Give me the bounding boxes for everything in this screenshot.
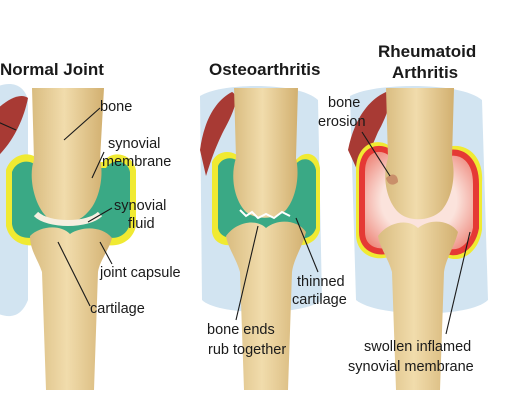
title-osteoarthritis: Osteoarthritis	[209, 60, 320, 79]
muscle-tissue	[0, 95, 28, 155]
label-bone-erosion-2: erosion	[318, 114, 366, 130]
label-synovial-membrane-1: synovial	[108, 136, 160, 152]
title-rheumatoid-line1: Rheumatoid	[378, 42, 476, 61]
rheumatoid-illustration	[348, 85, 488, 390]
label-bone-ends-1: bone ends	[207, 322, 275, 338]
leader-cartilage	[57, 241, 91, 307]
label-synovial-fluid-2: fluid	[128, 216, 155, 232]
muscle-tissue	[348, 92, 390, 176]
label-cartilage: cartilage	[90, 301, 145, 317]
femur-bone	[385, 88, 454, 220]
label-joint-capsule: joint capsule	[99, 265, 181, 281]
label-synovial-fluid-1: synovial	[114, 198, 166, 214]
leader-bone	[63, 107, 101, 141]
thinned-cartilage-layer	[239, 209, 291, 220]
bone-erosion-notch	[386, 174, 398, 185]
osteoarthritis-illustration	[200, 85, 322, 390]
tibia-bone	[378, 221, 458, 390]
leader-bone-erosion	[361, 131, 391, 177]
muscle-tissue	[200, 92, 236, 176]
femur-bone	[31, 88, 105, 223]
label-bone-ends-2: rub together	[208, 342, 286, 358]
label-bone: bone	[100, 99, 132, 115]
leader-swollen-membrane	[445, 231, 471, 335]
leader-thinned-cartilage	[295, 217, 319, 273]
label-swollen-membrane-1: swollen inflamed	[364, 339, 471, 355]
femur-bone	[233, 88, 298, 218]
leader-synovial-fluid	[87, 207, 113, 223]
leader-bone-ends	[235, 225, 259, 321]
title-normal-joint: Normal Joint	[0, 60, 104, 79]
label-bone-erosion-1: bone	[328, 95, 360, 111]
label-thinned-cartilage-2: cartilage	[292, 292, 347, 308]
normal-joint-illustration	[0, 84, 136, 390]
label-thinned-cartilage-1: thinned	[297, 274, 345, 290]
leader-muscle	[0, 122, 17, 131]
label-synovial-membrane-2: membrane	[102, 154, 171, 170]
leader-joint-capsule	[99, 241, 113, 265]
label-swollen-membrane-2: synovial membrane	[348, 359, 474, 375]
tibia-bone	[30, 227, 112, 390]
title-rheumatoid-line2: Arthritis	[392, 63, 458, 82]
tibia-bone	[226, 221, 306, 390]
leader-synovial-membrane	[91, 151, 105, 179]
